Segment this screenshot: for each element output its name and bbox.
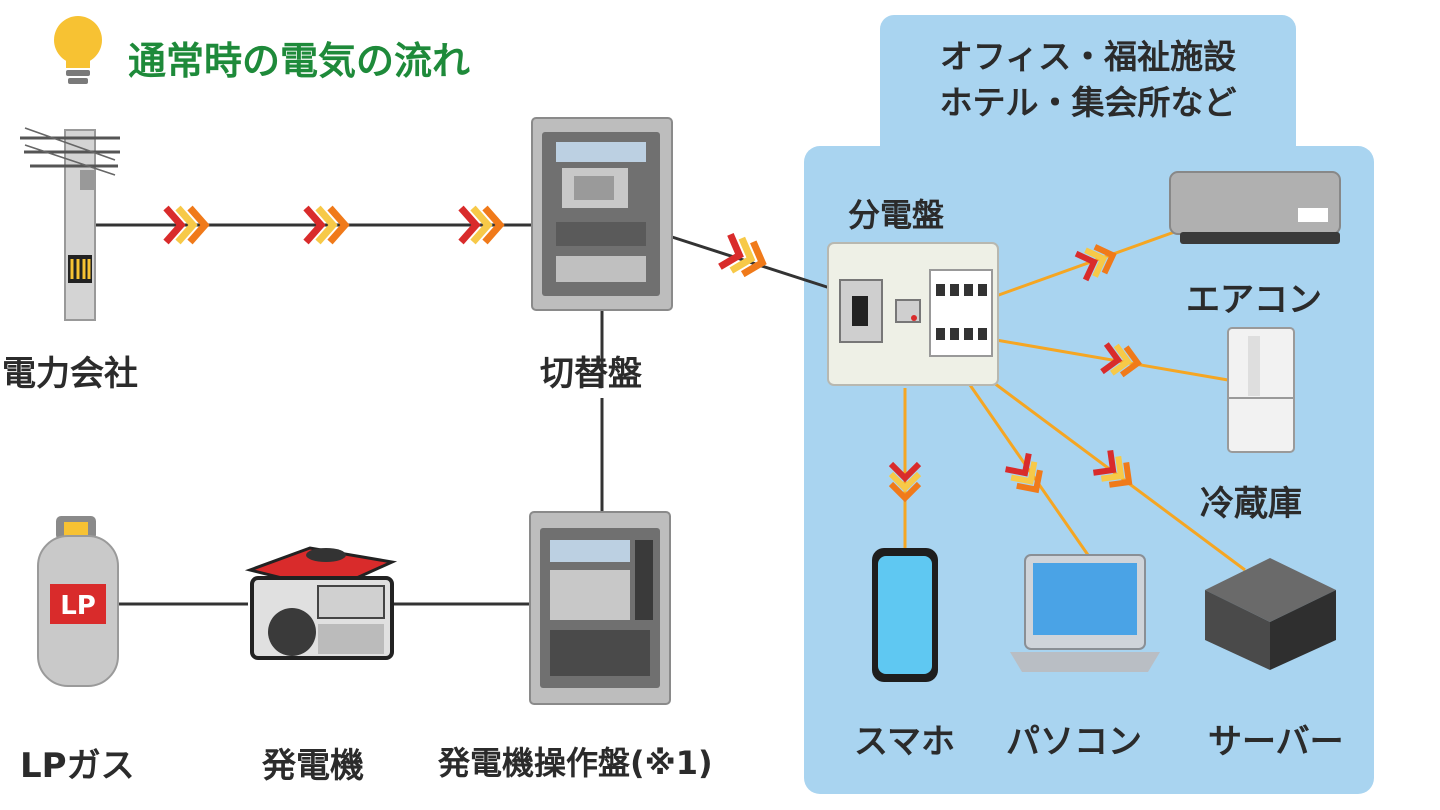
switch-panel-label: 切替盤 <box>540 354 642 394</box>
generator-icon <box>244 546 398 660</box>
laptop-icon <box>1010 554 1160 672</box>
server-label: サーバー <box>1208 722 1344 762</box>
server-icon <box>1205 558 1336 670</box>
power-company-label: 電力会社 <box>2 354 138 394</box>
generator-panel-label: 発電機操作盤(※1) <box>438 744 713 782</box>
diagram-title: 通常時の電気の流れ <box>128 39 471 83</box>
utility-pole-icon <box>20 127 120 321</box>
lp-gas-label: LPガス <box>20 746 135 786</box>
connection-lines <box>95 223 831 606</box>
smartphone-label: スマホ <box>854 722 955 762</box>
switch-panel-icon <box>531 117 673 311</box>
flow-chevrons-main <box>166 208 768 279</box>
aircon-label: エアコン <box>1186 280 1322 320</box>
facility-line-2: ホテル・集会所など <box>939 83 1237 122</box>
facility-label: オフィス・福祉施設 ホテル・集会所など <box>880 34 1296 126</box>
distribution-board-label: 分電盤 <box>848 196 945 234</box>
facility-line-1: オフィス・福祉施設 <box>939 37 1237 76</box>
generator-label: 発電機 <box>262 746 364 786</box>
svg-text:LP: LP <box>60 591 96 621</box>
aircon-icon <box>1169 171 1341 244</box>
generator-panel-icon <box>529 511 671 705</box>
refrigerator-icon <box>1227 327 1295 453</box>
lightbulb-icon <box>54 16 102 84</box>
lp-gas-cylinder-icon: LP <box>37 516 119 687</box>
distribution-board-icon <box>827 242 999 386</box>
smartphone-icon <box>872 548 938 682</box>
pc-label: パソコン <box>1006 722 1142 762</box>
fridge-label: 冷蔵庫 <box>1200 484 1302 524</box>
